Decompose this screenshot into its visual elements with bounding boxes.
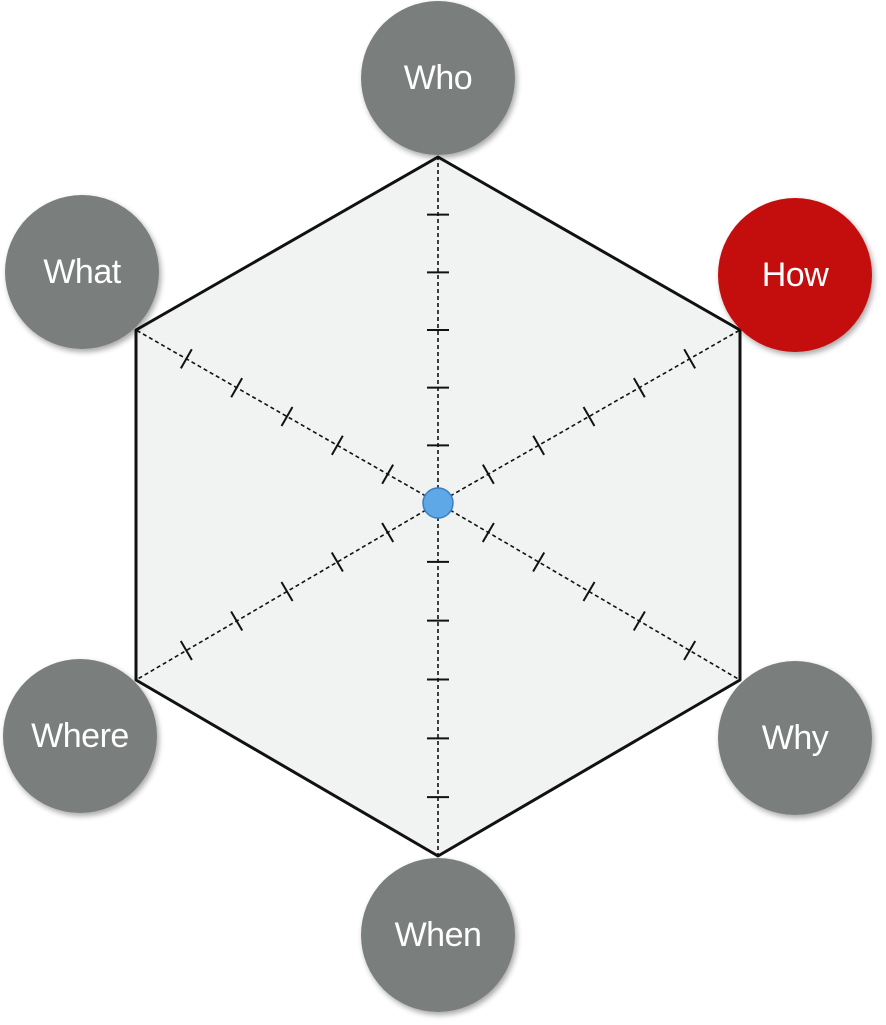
node-who[interactable]: Who (361, 1, 515, 155)
axis-upper-right-tick (582, 406, 596, 427)
node-what[interactable]: What (5, 195, 159, 349)
axis-lower-left-tick (179, 640, 193, 661)
axis-lower-left-tick (330, 552, 344, 572)
ticks-group (179, 213, 697, 799)
node-how-label: How (762, 256, 829, 294)
axis-upper-left-tick (381, 464, 395, 485)
node-why-label: Why (762, 719, 829, 757)
node-why-circle (718, 661, 872, 815)
center-point (422, 487, 454, 519)
axis-upper-right-tick (481, 464, 495, 485)
node-who-label: Who (404, 59, 472, 97)
node-where[interactable]: Where (3, 659, 157, 813)
axis-lower-right-tick (683, 640, 697, 661)
axis-upper-left-tick (179, 348, 193, 369)
node-what-label: What (43, 253, 121, 291)
node-who-circle (361, 1, 515, 155)
axis-upper-right-tick (632, 377, 646, 398)
node-where-circle (3, 659, 157, 813)
axis-lower-right-tick (582, 581, 596, 602)
axis-lower-left-tick (230, 611, 244, 631)
node-where-label: Where (31, 717, 129, 755)
node-when-circle (361, 858, 515, 1012)
axis-lower-right-tick (632, 611, 646, 631)
node-what-circle (5, 195, 159, 349)
node-how-circle (718, 198, 872, 352)
axis-upper-right-tick (683, 348, 697, 369)
axis-upper-left-tick (330, 435, 344, 456)
node-how[interactable]: How (718, 198, 872, 352)
axis-upper-left-tick (280, 406, 294, 427)
axis-upper-left-tick (230, 377, 244, 398)
axis-lower-left-tick (381, 522, 395, 543)
axis-upper-right-tick (532, 435, 546, 456)
node-when[interactable]: When (361, 858, 515, 1012)
node-why[interactable]: Why (718, 661, 872, 815)
axis-lower-right-tick (481, 522, 495, 543)
node-when-label: When (395, 916, 482, 954)
axis-lower-left-tick (280, 581, 294, 602)
axis-lower-right-tick (532, 552, 546, 572)
